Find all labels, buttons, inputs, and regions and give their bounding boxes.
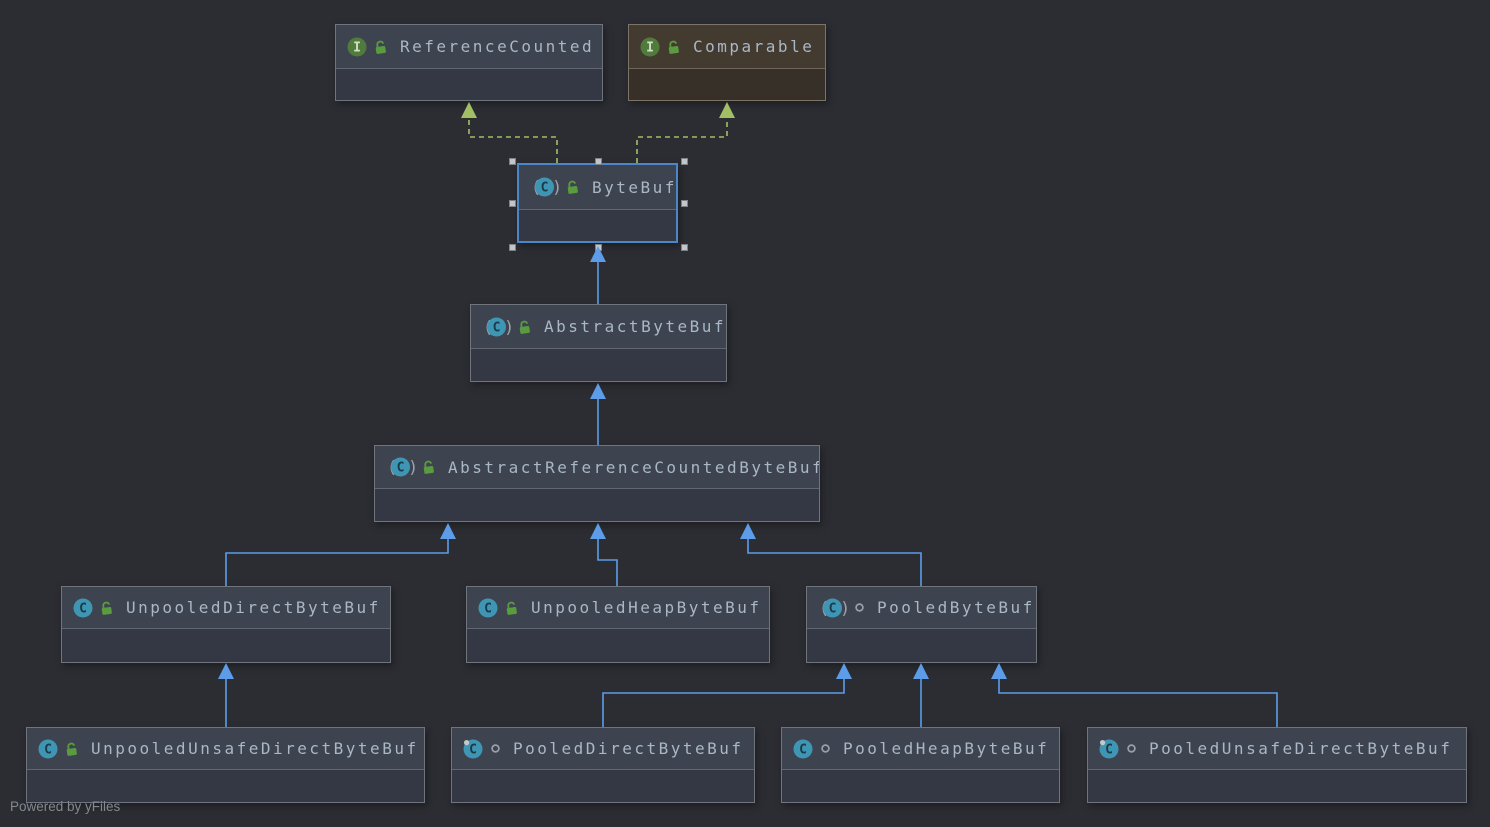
selection-handle[interactable] — [680, 243, 688, 251]
unlocked-padlock-icon — [64, 741, 80, 757]
unlocked-padlock-icon — [373, 39, 389, 55]
svg-text:C: C — [1105, 742, 1113, 757]
unlocked-padlock-icon — [565, 179, 581, 195]
svg-text:C: C — [79, 601, 87, 616]
package-private-icon — [819, 742, 832, 755]
interface-icon: I — [639, 36, 661, 58]
svg-text:C: C — [493, 320, 501, 335]
node-header: C PooledUnsafeDirectByteBuf — [1088, 728, 1466, 770]
node-label: AbstractByteBuf — [544, 317, 726, 336]
selection-handle[interactable] — [508, 157, 516, 165]
unlocked-padlock-icon — [666, 39, 682, 55]
svg-text:): ) — [840, 599, 848, 619]
implements-edge-ByteBuf-to-Comparable[interactable] — [636, 102, 735, 163]
svg-text:I: I — [353, 40, 361, 55]
svg-text:C: C — [397, 461, 405, 476]
node-header: C PooledHeapByteBuf — [782, 728, 1059, 770]
yfiles-watermark: Powered by yFiles — [10, 799, 121, 814]
extends-edge-PooledDirectByteBuf-to-PooledByteBuf[interactable] — [602, 663, 852, 727]
package-private-icon — [489, 742, 502, 755]
node-header: C UnpooledHeapByteBuf — [467, 587, 769, 629]
extends-edge-PooledByteBuf-to-AbstractReferenceCountedByteBuf[interactable] — [740, 523, 922, 586]
unlocked-padlock-icon — [504, 600, 520, 616]
node-label: ReferenceCounted — [400, 37, 595, 56]
extends-edge-UnpooledHeapByteBuf-to-AbstractReferenceCountedByteBuf[interactable] — [590, 523, 618, 586]
extends-edge-AbstractReferenceCountedByteBuf-to-AbstractByteBuf[interactable] — [590, 383, 606, 445]
final-class-icon: C — [462, 738, 484, 760]
selection-handle[interactable] — [508, 243, 516, 251]
node-PooledHeapByteBuf[interactable]: C PooledHeapByteBuf — [781, 727, 1060, 803]
extends-edge-PooledUnsafeDirectByteBuf-to-PooledByteBuf[interactable] — [991, 663, 1278, 727]
node-header: I Comparable — [629, 25, 825, 69]
selection-handle[interactable] — [508, 199, 516, 207]
node-label: ByteBuf — [592, 177, 676, 197]
node-header: (C) AbstractReferenceCountedByteBuf — [375, 446, 819, 489]
svg-text:C: C — [484, 601, 492, 616]
node-PooledDirectByteBuf[interactable]: C PooledDirectByteBuf — [451, 727, 755, 803]
node-header: I ReferenceCounted — [336, 25, 602, 69]
node-label: PooledDirectByteBuf — [513, 739, 744, 758]
class-icon: C — [37, 738, 59, 760]
svg-text:): ) — [408, 458, 416, 478]
svg-text:C: C — [829, 601, 837, 616]
node-label: PooledByteBuf — [877, 598, 1035, 617]
package-private-icon — [1125, 742, 1138, 755]
node-header: (C) AbstractByteBuf — [471, 305, 726, 349]
svg-text:C: C — [44, 742, 52, 757]
node-header: C UnpooledUnsafeDirectByteBuf — [27, 728, 424, 770]
node-header: (C) PooledByteBuf — [807, 587, 1036, 629]
svg-text:C: C — [541, 181, 549, 196]
unlocked-padlock-icon — [99, 600, 115, 616]
class-icon: C — [792, 738, 814, 760]
abstract-class-icon: (C) — [385, 456, 416, 478]
node-AbstractReferenceCountedByteBuf[interactable]: (C) AbstractReferenceCountedByteBuf — [374, 445, 820, 522]
selection-handle[interactable] — [680, 199, 688, 207]
node-PooledUnsafeDirectByteBuf[interactable]: C PooledUnsafeDirectByteBuf — [1087, 727, 1467, 803]
node-UnpooledUnsafeDirectByteBuf[interactable]: C UnpooledUnsafeDirectByteBuf — [26, 727, 425, 803]
node-label: UnpooledUnsafeDirectByteBuf — [91, 739, 419, 758]
extends-edge-UnpooledUnsafeDirectByteBuf-to-UnpooledDirectByteBuf[interactable] — [218, 663, 234, 727]
abstract-class-icon: (C) — [481, 316, 512, 338]
selection-handle[interactable] — [680, 157, 688, 165]
class-icon: C — [72, 597, 94, 619]
node-Comparable[interactable]: I Comparable — [628, 24, 826, 101]
svg-text:): ) — [504, 318, 512, 338]
node-ByteBuf[interactable]: (C) ByteBuf — [517, 163, 678, 243]
unlocked-padlock-icon — [517, 319, 533, 335]
node-ReferenceCounted[interactable]: I ReferenceCounted — [335, 24, 603, 101]
svg-text:C: C — [799, 742, 807, 757]
extends-edge-PooledHeapByteBuf-to-PooledByteBuf[interactable] — [913, 663, 929, 727]
node-header: (C) ByteBuf — [519, 165, 676, 210]
abstract-class-icon: (C) — [817, 597, 848, 619]
selection-handle[interactable] — [594, 157, 602, 165]
svg-text:): ) — [552, 178, 560, 198]
node-label: AbstractReferenceCountedByteBuf — [448, 457, 819, 477]
abstract-class-icon: (C) — [529, 176, 560, 198]
node-label: PooledUnsafeDirectByteBuf — [1149, 739, 1453, 758]
extends-edge-UnpooledDirectByteBuf-to-AbstractReferenceCountedByteBuf[interactable] — [225, 523, 456, 586]
node-header: C PooledDirectByteBuf — [452, 728, 754, 770]
node-label: Comparable — [693, 37, 815, 56]
class-icon: C — [477, 597, 499, 619]
node-header: C UnpooledDirectByteBuf — [62, 587, 390, 629]
svg-text:I: I — [646, 40, 654, 55]
node-UnpooledHeapByteBuf[interactable]: C UnpooledHeapByteBuf — [466, 586, 770, 663]
implements-edge-ByteBuf-to-ReferenceCounted[interactable] — [461, 102, 558, 163]
svg-text:C: C — [469, 742, 477, 757]
interface-icon: I — [346, 36, 368, 58]
node-label: UnpooledDirectByteBuf — [126, 598, 381, 617]
final-class-icon: C — [1098, 738, 1120, 760]
node-PooledByteBuf[interactable]: (C) PooledByteBuf — [806, 586, 1037, 663]
node-label: PooledHeapByteBuf — [843, 739, 1050, 758]
node-AbstractByteBuf[interactable]: (C) AbstractByteBuf — [470, 304, 727, 382]
package-private-icon — [853, 601, 866, 614]
node-UnpooledDirectByteBuf[interactable]: C UnpooledDirectByteBuf — [61, 586, 391, 663]
unlocked-padlock-icon — [421, 459, 437, 475]
extends-edge-AbstractByteBuf-to-ByteBuf[interactable] — [590, 246, 606, 304]
node-label: UnpooledHeapByteBuf — [531, 598, 762, 617]
